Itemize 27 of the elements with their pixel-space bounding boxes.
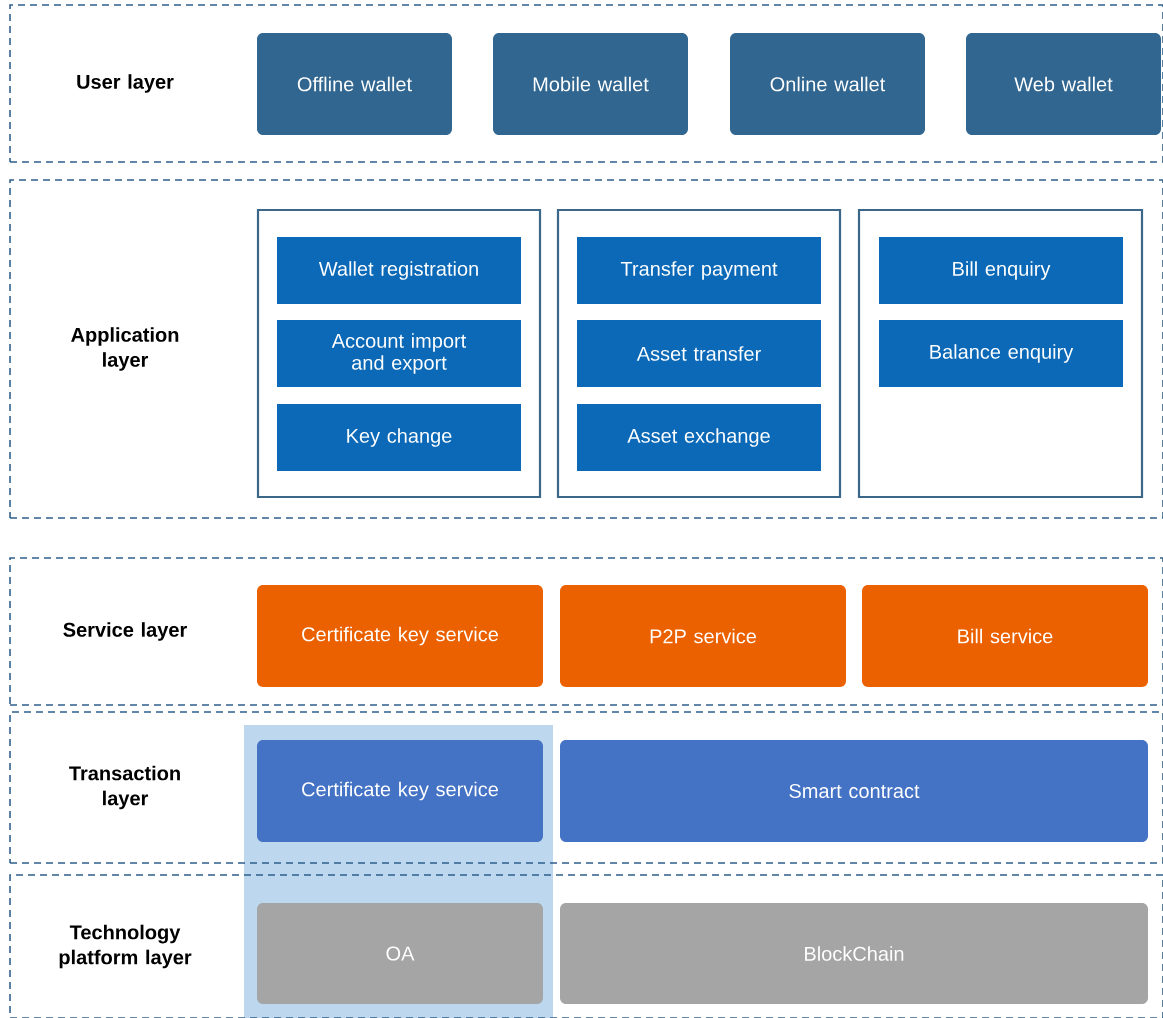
layer-label: Service layer bbox=[63, 622, 187, 641]
wallet-box: Web wallet bbox=[966, 33, 1161, 135]
layer-label: Application layer bbox=[71, 327, 179, 371]
function-box: Asset transfer bbox=[577, 320, 821, 387]
function-box: Account import and export bbox=[277, 320, 521, 387]
transaction-box: Certificate key service bbox=[257, 740, 543, 842]
function-box: Balance enquiry bbox=[879, 320, 1123, 387]
service-box: P2P service bbox=[560, 585, 846, 687]
layer-label: Transaction layer bbox=[69, 765, 180, 810]
wallet-box: Offline wallet bbox=[257, 33, 452, 135]
group-box bbox=[556, 208, 842, 499]
group-box bbox=[256, 208, 542, 499]
service-box: Certificate key service bbox=[257, 585, 543, 687]
service-box: Bill service bbox=[862, 585, 1148, 687]
wallet-box: Online wallet bbox=[730, 33, 925, 135]
transaction-box: Smart contract bbox=[560, 740, 1148, 842]
function-box: Wallet registration bbox=[277, 237, 521, 304]
function-box: Key change bbox=[277, 404, 521, 471]
platform-box: BlockChain bbox=[560, 903, 1148, 1004]
layer-label: Technology platform layer bbox=[59, 924, 192, 969]
platform-box: OA bbox=[257, 903, 543, 1004]
wallet-box: Mobile wallet bbox=[493, 33, 688, 135]
function-box: Bill enquiry bbox=[879, 237, 1123, 304]
layer-label: User layer bbox=[77, 74, 174, 93]
group-box bbox=[857, 208, 1144, 499]
function-box: Transfer payment bbox=[577, 237, 821, 304]
function-box: Asset exchange bbox=[577, 404, 821, 471]
